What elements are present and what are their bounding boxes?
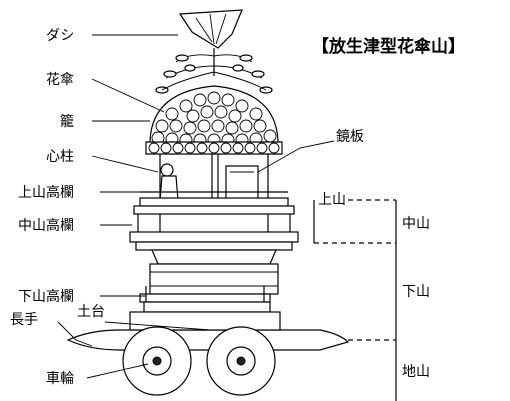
section-brackets xyxy=(313,199,397,401)
label-shimoyama-koran: 下山高欄 xyxy=(18,288,74,305)
upper-pavilion xyxy=(139,154,289,207)
dashi-ornament xyxy=(155,9,273,94)
lower-section xyxy=(139,249,279,313)
label-hanagasa: 花傘 xyxy=(46,72,74,88)
label-kagamiita: 鏡板 xyxy=(336,129,364,145)
label-shinbashira: 心柱 xyxy=(46,149,74,165)
diagram-title: 【放生津型花傘山】 xyxy=(312,36,465,57)
section-nakayama: 中山 xyxy=(402,216,430,232)
label-nakayama-koran: 中山高欄 xyxy=(18,217,74,234)
base-and-wheels xyxy=(66,311,350,396)
section-jiyama: 地山 xyxy=(402,364,430,380)
hanagasa-umbrella xyxy=(145,85,283,155)
label-dashi: ダシ xyxy=(46,28,74,44)
label-nagate: 長手 xyxy=(10,312,38,328)
section-shimoyama: 下山 xyxy=(402,284,430,300)
label-dodai: 土台 xyxy=(77,304,105,320)
label-sharin: 車輪 xyxy=(46,370,74,387)
section-kamiyama: 上山 xyxy=(318,192,346,208)
label-kamiyama-koran: 上山高欄 xyxy=(18,184,74,201)
label-kago: 籠 xyxy=(60,114,74,130)
middle-section xyxy=(129,205,299,251)
leader-lines xyxy=(57,34,335,379)
